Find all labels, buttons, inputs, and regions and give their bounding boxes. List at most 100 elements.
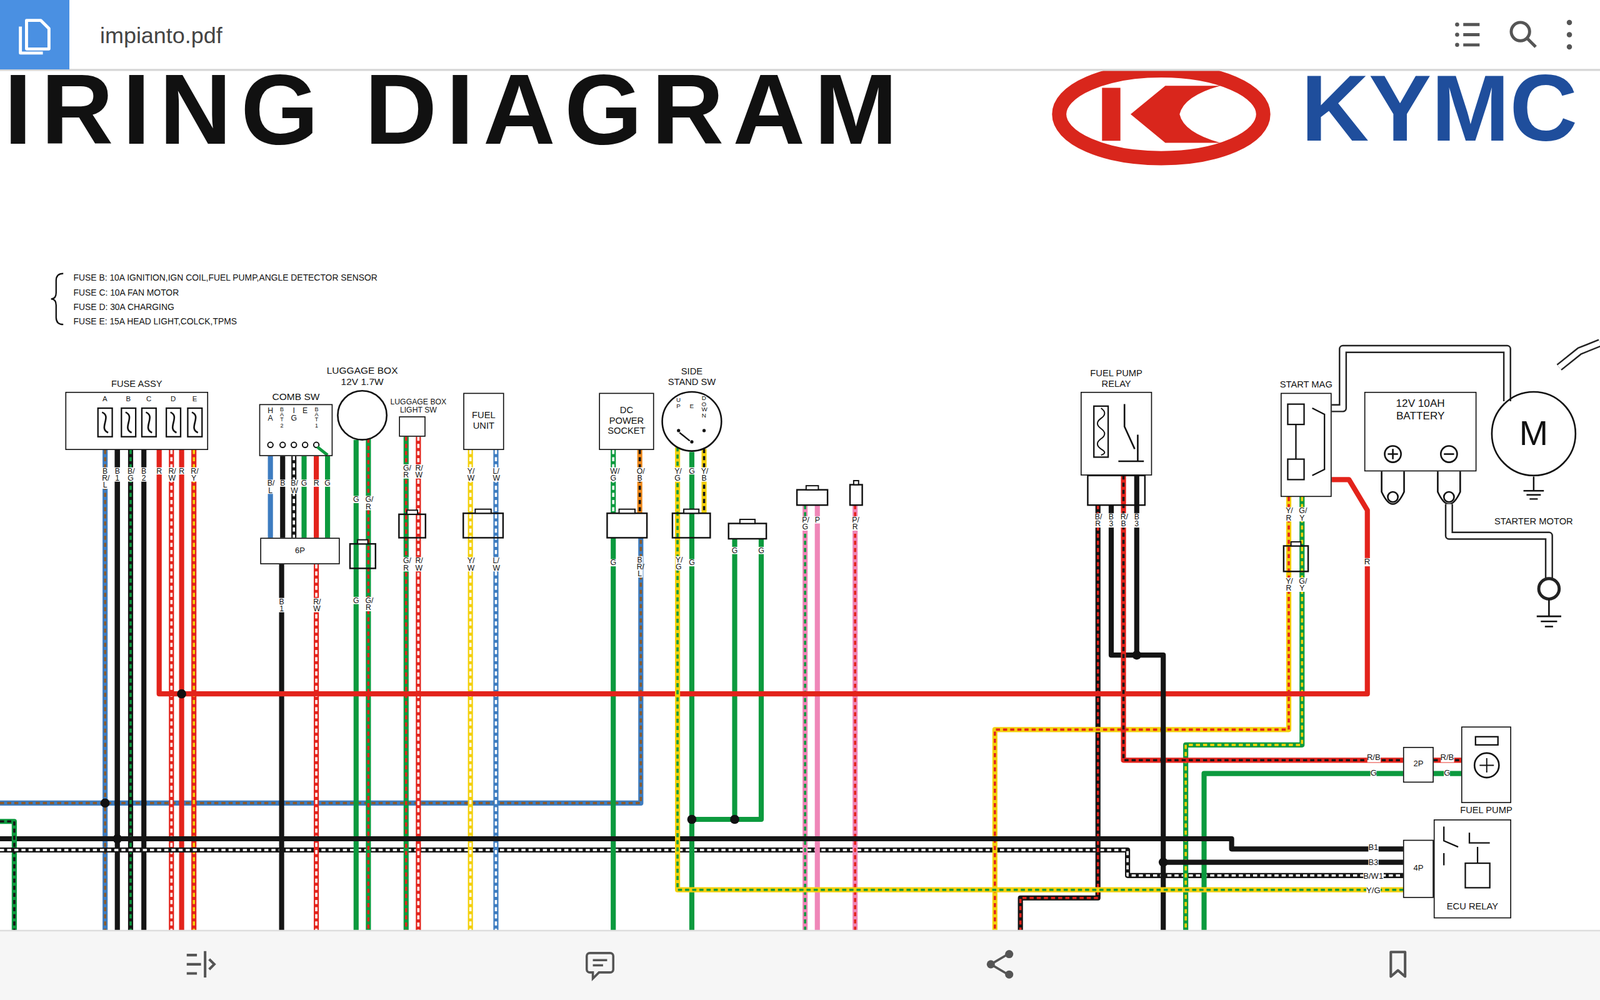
fuse-element	[101, 412, 109, 434]
wire-code: B	[279, 479, 286, 487]
wire-code: L/W	[493, 467, 500, 482]
battery-terminal	[1437, 471, 1460, 504]
wire	[701, 448, 707, 514]
wire-code: B/L	[267, 479, 274, 494]
wire-connector	[1136, 475, 1404, 863]
wire	[0, 821, 15, 931]
ground-symbol	[1523, 476, 1545, 499]
component-label: ECU RELAY	[1446, 901, 1499, 912]
component-label: COMB SW	[272, 391, 320, 402]
wire	[1160, 862, 1166, 931]
junction-dot	[1158, 857, 1169, 867]
connector-latch	[683, 509, 699, 514]
wire-connector-housing	[350, 543, 376, 569]
ground-symbol	[1536, 598, 1562, 627]
wire	[325, 456, 330, 539]
text-wrap: M	[1490, 390, 1577, 477]
component-label: LUGGAGE BOX LIGHT SW	[390, 397, 447, 415]
fuse-letter: A	[101, 395, 108, 403]
wire-code: R/B	[1440, 753, 1454, 763]
comment-icon	[586, 953, 614, 979]
component-caption: STARTER MOTOR	[1477, 517, 1590, 528]
wire-code: E	[689, 404, 695, 410]
positive-sign	[1387, 448, 1398, 459]
component-box: FUEL UNIT	[463, 393, 504, 450]
ring-terminal	[1538, 578, 1560, 600]
wire	[1136, 475, 1404, 863]
brand-logo-bar	[1101, 87, 1120, 141]
wire	[802, 505, 808, 931]
relay-symbol	[1443, 826, 1490, 888]
wire	[365, 438, 371, 931]
list-icon-dot	[1455, 22, 1460, 27]
switch-contact	[676, 428, 680, 432]
fuse-note: FUSE E: 15A HEAD LIGHT,COLCK,TPMS	[73, 316, 237, 327]
wire	[280, 456, 285, 539]
circle-outline-shape	[337, 390, 387, 440]
wire-connector-housing	[728, 523, 767, 539]
switch-terminal	[267, 442, 273, 448]
reflow-icon	[186, 951, 215, 978]
wire-connector	[159, 450, 1368, 694]
wire-code: BAT1	[314, 406, 319, 429]
wire-code: G/Y	[1298, 506, 1305, 522]
component-box: LUGGAGE BOX LIGHT SW	[398, 416, 425, 437]
text-wrap: 4P	[1404, 840, 1434, 897]
wire-code: G	[353, 596, 360, 605]
wire-stripe	[853, 505, 857, 931]
solenoid-symbol	[1287, 404, 1325, 480]
wire-code: B1	[278, 598, 285, 613]
pump-motor	[1474, 753, 1499, 778]
wire	[0, 836, 118, 842]
component-label: 12V 10AH BATTERY	[1383, 398, 1458, 422]
wire-code: B/G	[127, 467, 134, 482]
wire-code: G	[301, 479, 308, 487]
wire-label: R	[1364, 557, 1370, 567]
wire	[610, 450, 616, 514]
wire-code: G	[688, 467, 695, 475]
circle-outline	[336, 390, 389, 442]
component-label: 2P	[1413, 760, 1424, 769]
document-icon	[20, 20, 50, 54]
relay-contact	[1118, 404, 1144, 462]
connector-latch	[357, 540, 368, 545]
wire-code: G/Y	[1298, 577, 1305, 592]
fuse-element	[145, 412, 152, 434]
fuse-note: FUSE B: 10A IGNITION,IGN COIL,FUEL PUMP,…	[73, 273, 378, 283]
wire-code: R	[178, 467, 185, 475]
wire-code: G/R	[403, 556, 410, 572]
wire	[852, 505, 858, 931]
wire-code: G/R	[403, 464, 410, 479]
wire-code: G	[1370, 768, 1377, 778]
fuse-note: FUSE C: 10A FAN MOTOR	[73, 288, 180, 298]
wire-label: B1	[1368, 843, 1379, 852]
wire-code: B3	[1108, 513, 1115, 528]
component-label: 6P	[295, 546, 305, 555]
switch-terminal	[302, 442, 308, 448]
wire	[637, 450, 643, 514]
wire-stripe	[315, 564, 318, 931]
cable-core	[1559, 343, 1600, 368]
wire-code: Y/G	[674, 467, 681, 482]
junction-dot	[176, 689, 187, 699]
brand-logo-text: KYMC	[1301, 56, 1578, 160]
wire-stripe	[292, 456, 295, 539]
wire-code: R	[313, 479, 320, 487]
junction-dot	[1131, 650, 1142, 660]
component-box: FUEL PUMP RELAY	[1080, 391, 1152, 476]
wire-code: G/R	[365, 596, 372, 612]
wire-code: P/G	[801, 516, 809, 531]
wire-connector-housing	[398, 514, 425, 539]
circle-outline	[660, 390, 724, 452]
wire-code: R/W	[415, 556, 422, 572]
bottom-bar-border	[0, 930, 1600, 932]
wire-stripe	[0, 821, 15, 931]
battery-terminal	[1381, 471, 1405, 504]
wire-code: G	[324, 479, 331, 487]
connector-latch	[1291, 541, 1302, 547]
wire-code: B3	[1133, 513, 1140, 528]
wire	[313, 456, 319, 539]
component-label: FUSE ASSY	[111, 380, 163, 390]
wire-connector-housing	[796, 490, 828, 505]
wire-connector-housing	[1283, 545, 1309, 572]
